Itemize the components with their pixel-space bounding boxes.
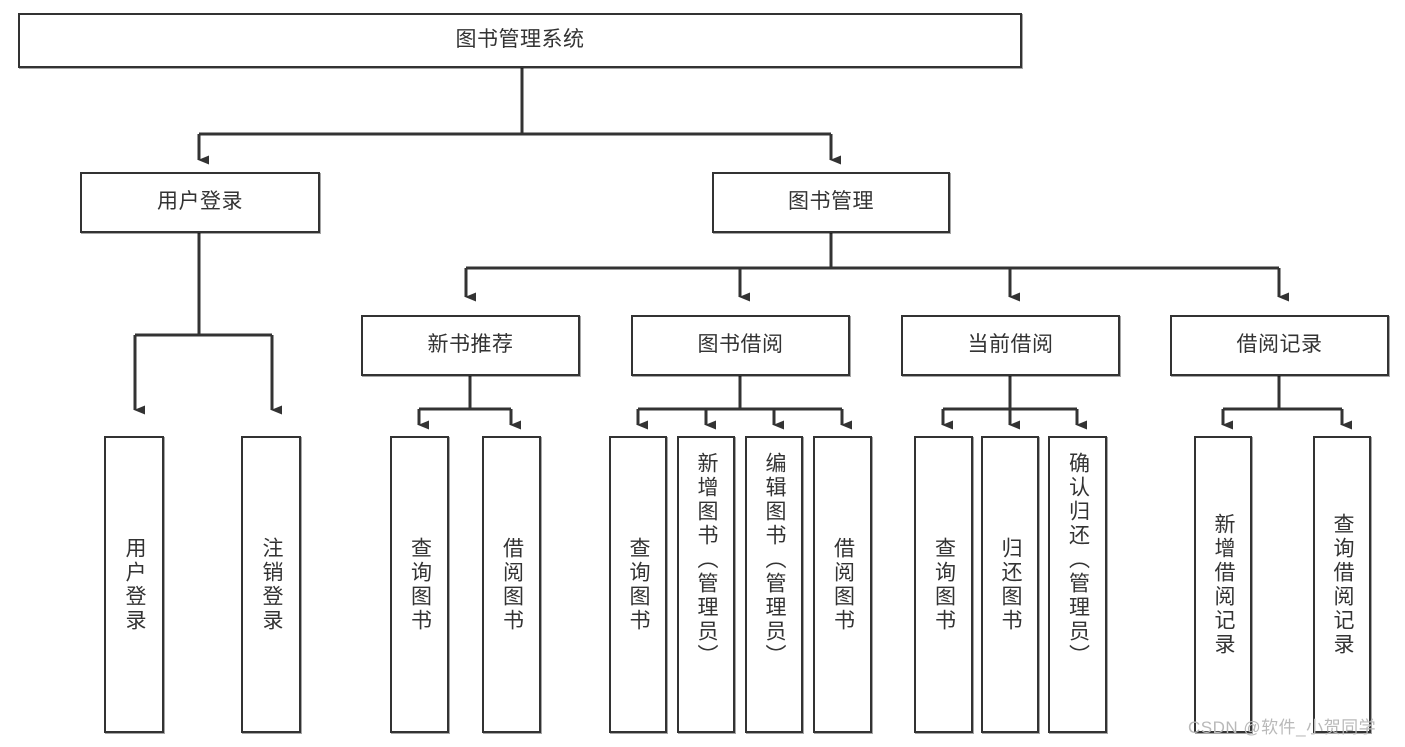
watermark-text: CSDN @软件_小贺同学 xyxy=(1188,718,1377,737)
leaf-add-record[interactable]: 新增借阅记录 xyxy=(1194,436,1252,733)
leaf-query-book-2[interactable]: 查询图书 xyxy=(609,436,667,733)
node-root[interactable]: 图书管理系统 xyxy=(18,13,1022,68)
leaf-query-book-1[interactable]: 查询图书 xyxy=(390,436,449,733)
leaf-user-login-label: 用户登录 xyxy=(123,536,147,633)
node-book-manage-label: 图书管理 xyxy=(788,190,874,214)
node-new-book-recommend-label: 新书推荐 xyxy=(427,333,514,357)
node-book-borrow-label: 图书借阅 xyxy=(697,333,784,357)
node-root-label: 图书管理系统 xyxy=(455,28,585,52)
leaf-query-record-label: 查询借阅记录 xyxy=(1331,512,1355,657)
leaf-add-record-label: 新增借阅记录 xyxy=(1212,512,1236,657)
leaf-user-login[interactable]: 用户登录 xyxy=(104,436,164,733)
leaf-query-book-2-label: 查询图书 xyxy=(627,536,651,633)
leaf-query-record[interactable]: 查询借阅记录 xyxy=(1313,436,1371,733)
leaf-borrow-book-1-label: 借阅图书 xyxy=(500,536,524,633)
node-borrow-record-label: 借阅记录 xyxy=(1236,333,1323,357)
leaf-add-book[interactable]: 新增图书（管理员） xyxy=(677,436,735,733)
leaf-query-book-3[interactable]: 查询图书 xyxy=(914,436,973,733)
node-book-borrow[interactable]: 图书借阅 xyxy=(631,315,850,376)
leaf-query-book-3-label: 查询图书 xyxy=(932,536,956,633)
leaf-confirm-return-label: 确认归还（管理员） xyxy=(1066,452,1090,668)
leaf-add-book-label: 新增图书（管理员） xyxy=(695,452,719,668)
leaf-confirm-return[interactable]: 确认归还（管理员） xyxy=(1048,436,1107,733)
node-current-borrow-label: 当前借阅 xyxy=(967,333,1054,357)
node-borrow-record[interactable]: 借阅记录 xyxy=(1170,315,1389,376)
leaf-borrow-book-2-label: 借阅图书 xyxy=(831,536,855,633)
node-book-manage[interactable]: 图书管理 xyxy=(712,172,950,233)
leaf-borrow-book-2[interactable]: 借阅图书 xyxy=(813,436,872,733)
leaf-logout-login[interactable]: 注销登录 xyxy=(241,436,301,733)
leaf-edit-book[interactable]: 编辑图书（管理员） xyxy=(745,436,803,733)
node-user-login[interactable]: 用户登录 xyxy=(80,172,320,233)
node-new-book-recommend[interactable]: 新书推荐 xyxy=(361,315,580,376)
leaf-return-book[interactable]: 归还图书 xyxy=(981,436,1039,733)
node-user-login-label: 用户登录 xyxy=(157,190,243,214)
leaf-edit-book-label: 编辑图书（管理员） xyxy=(763,452,787,668)
leaf-logout-login-label: 注销登录 xyxy=(260,536,284,633)
leaf-return-book-label: 归还图书 xyxy=(999,536,1023,633)
node-current-borrow[interactable]: 当前借阅 xyxy=(901,315,1120,376)
leaf-borrow-book-1[interactable]: 借阅图书 xyxy=(482,436,541,733)
leaf-query-book-1-label: 查询图书 xyxy=(408,536,432,633)
